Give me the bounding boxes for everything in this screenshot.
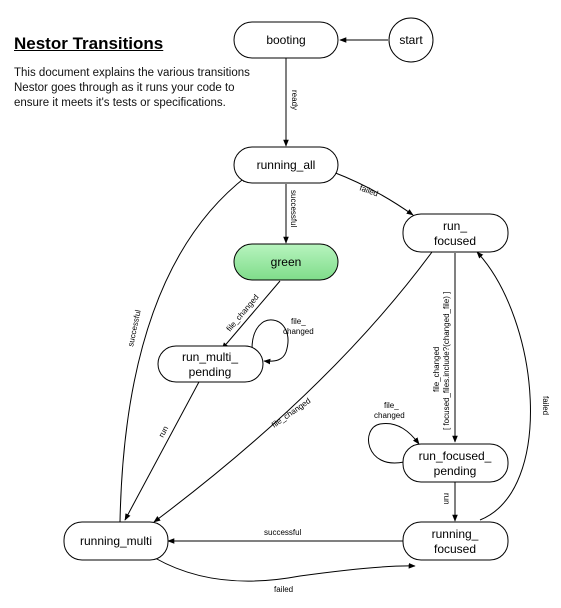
state-label-run-multi-pending-2: pending <box>189 365 232 379</box>
edge-running-focused-run-focused <box>476 251 531 521</box>
label-running-all-successful: successful <box>289 190 298 228</box>
state-label-run-multi-pending-1: run_multi_ <box>182 350 238 364</box>
state-label-start: start <box>399 33 423 47</box>
label-running-multi-failed: failed <box>274 585 293 594</box>
state-node-start: start <box>388 17 434 63</box>
page-title: Nestor Transitions <box>14 34 164 53</box>
label-ready: ready <box>290 90 299 110</box>
label-running-multi-successful: successful <box>126 309 143 348</box>
label-focused-guard-1: file_changed <box>432 347 441 392</box>
state-node-run-multi-pending: run_multi_ pending <box>157 345 264 383</box>
label-focused-guard-2: [ focused_files.include?(changed_file) ] <box>442 292 451 430</box>
edge-running-all-run-focused <box>332 171 414 216</box>
state-label-running-focused-1: running_ <box>432 527 479 541</box>
label-focused-pending-self-2: changed <box>374 411 405 420</box>
state-node-running-multi: running_multi <box>63 521 169 561</box>
state-node-booting: booting <box>233 21 339 59</box>
label-running-focused-failed: failed <box>541 396 550 415</box>
state-label-running-all: running_all <box>257 158 316 172</box>
label-running-focused-successful: successful <box>264 528 302 537</box>
edge-run-focused-running-multi <box>153 251 433 523</box>
edge-running-multi-running-all <box>119 175 248 523</box>
state-node-running-focused: running_ focused <box>402 521 509 561</box>
label-focused-pending-self-1: file_ <box>384 401 399 410</box>
state-node-running-all: running_all <box>233 146 339 184</box>
label-multi-pending-self-1: file_ <box>291 317 306 326</box>
state-label-run-focused-2: focused <box>434 234 476 248</box>
page-description: This document explains the various trans… <box>14 67 250 109</box>
label-run-focused-file-changed: file_changed <box>270 396 312 429</box>
state-label-run-focused-pending-1: run_focused_ <box>419 449 492 463</box>
label-multi-pending-self-2: changed <box>283 327 314 336</box>
state-node-green: green <box>233 243 339 281</box>
label-green-file-changed: file_changed <box>225 293 261 334</box>
state-label-running-focused-2: focused <box>434 542 476 556</box>
state-node-run-focused: run_ focused <box>402 213 509 253</box>
state-label-booting: booting <box>266 33 305 47</box>
document-header: Nestor Transitions This document explain… <box>14 34 254 111</box>
transition-edges <box>119 37 531 582</box>
label-focused-pending-run: run <box>442 493 451 505</box>
edge-green-run-multi-pending <box>221 280 281 350</box>
edge-run-multi-pending-running-multi <box>124 379 201 521</box>
state-label-run-focused-pending-2: pending <box>434 464 477 478</box>
edge-running-multi-running-focused <box>154 557 416 582</box>
state-label-running-multi: running_multi <box>80 534 152 548</box>
label-multi-pending-run: run <box>157 425 170 439</box>
label-running-all-failed: failed <box>358 183 379 198</box>
state-node-run-focused-pending: run_focused_ pending <box>402 443 509 483</box>
edge-run-multi-pending-self <box>251 319 289 365</box>
state-label-run-focused-1: run_ <box>443 219 467 233</box>
edge-run-focused-pending-self <box>368 423 420 464</box>
state-label-green: green <box>271 255 302 269</box>
